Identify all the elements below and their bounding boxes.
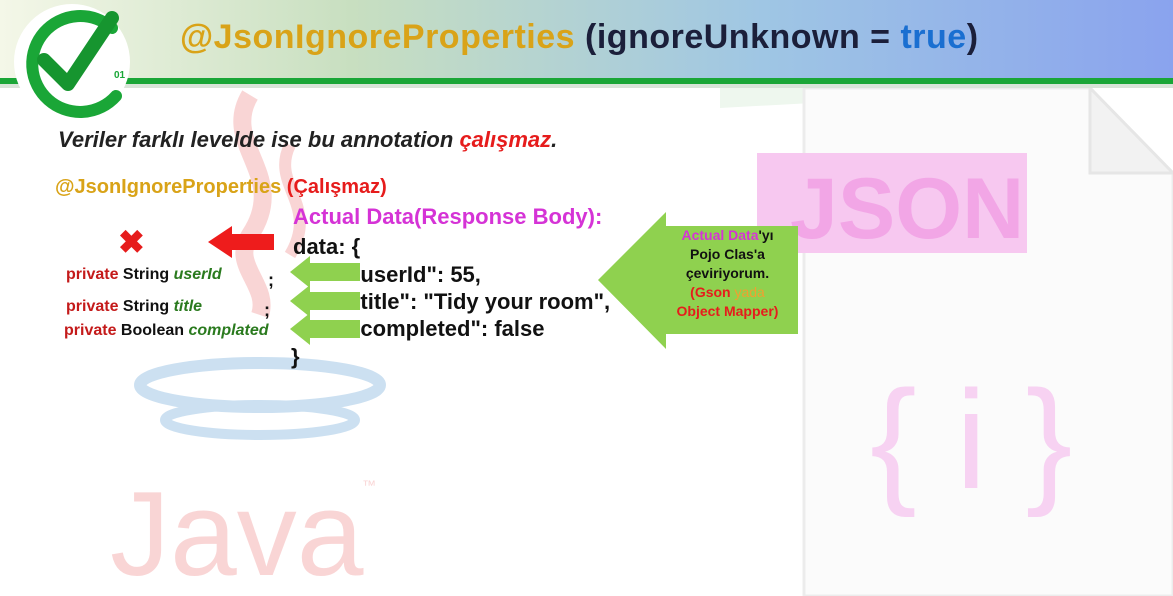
note-paren-close: ) (773, 303, 779, 319)
note-highlight: Actual Data (681, 227, 759, 243)
field-type: Boolean (120, 322, 185, 339)
title-params: (ignoreUnknown = (585, 18, 901, 56)
note-line-4: (Gson yada (660, 283, 795, 302)
subtitle: Veriler farklı levelde ise bu annotation… (58, 127, 557, 153)
pojo-field-userid: private String userId (66, 266, 222, 284)
annotation-heading: @JsonIgnoreProperties (Çalışmaz) (55, 176, 387, 199)
check-logo-icon: 01 (14, 4, 130, 120)
green-arrow-icon (290, 313, 360, 345)
field-name: complated (188, 322, 269, 339)
java-tm: ™ (362, 477, 376, 493)
note-gson: Gson (694, 284, 731, 300)
note-or: yada (730, 284, 765, 300)
java-logo-watermark: Java ™ (110, 90, 386, 596)
json-line-completed: "completed": false (350, 316, 545, 341)
pojo-field-completed: private Boolean complated (64, 322, 269, 340)
field-type: String (122, 298, 170, 315)
subtitle-end: . (551, 127, 558, 152)
java-word: Java (110, 467, 364, 596)
field-semicolon: ; (268, 270, 274, 290)
subtitle-text: Veriler farklı levelde ise bu annotation (58, 127, 460, 152)
subtitle-highlight: çalışmaz (459, 127, 552, 152)
json-brace-icon: { i } (870, 361, 1072, 518)
logo-binary-text: 01 (114, 70, 126, 81)
header-divider (0, 78, 1173, 84)
green-callout-arrow-icon (598, 212, 798, 349)
title-close: ) (966, 18, 979, 56)
red-arrow-icon (208, 226, 274, 258)
note-text: 'yı (758, 227, 774, 243)
title-annotation: @JsonIgnoreProperties (180, 18, 576, 56)
green-arrow-icon (290, 285, 360, 317)
x-mark-icon: ✖ (118, 224, 145, 260)
field-modifier: private (64, 322, 117, 339)
field-type: String (122, 266, 170, 283)
page-title: @JsonIgnoreProperties (ignoreUnknown = t… (180, 18, 979, 57)
green-arrow-icon (290, 256, 360, 288)
json-line-userid: "userId": 55, (350, 262, 481, 287)
pojo-field-title: private String title (66, 298, 202, 316)
field-modifier: private (66, 298, 119, 315)
field-name: userId (173, 266, 222, 283)
actual-data-heading: Actual Data(Response Body): (293, 204, 603, 229)
note-line-1: Actual Data'yı (660, 226, 795, 245)
annotation-status: (Çalışmaz) (281, 176, 387, 198)
json-word: JSON (790, 161, 1024, 257)
header-bar (0, 0, 1173, 78)
field-name: title (173, 298, 203, 315)
note-line-5: Object Mapper) (660, 302, 795, 321)
note-line-3: çeviriyorum. (685, 265, 770, 281)
json-open: data: { (293, 234, 361, 259)
json-file-watermark: JSON { i } (720, 88, 1173, 596)
header-divider-light (0, 84, 1173, 88)
note-object-mapper: Object Mapper (676, 303, 774, 319)
note-paren: ( (690, 284, 695, 300)
field-modifier: private (66, 266, 119, 283)
callout-note: Actual Data'yı Pojo Clas'a çeviriyorum. … (660, 226, 795, 336)
title-true: true (900, 18, 967, 56)
json-close: } (291, 344, 300, 369)
json-line-title: "title": "Tidy your room", (350, 289, 611, 314)
annotation-name: @JsonIgnoreProperties (55, 176, 282, 198)
field-semicolon: ; (264, 300, 270, 320)
note-line-2: Pojo Clas'a (690, 246, 765, 262)
